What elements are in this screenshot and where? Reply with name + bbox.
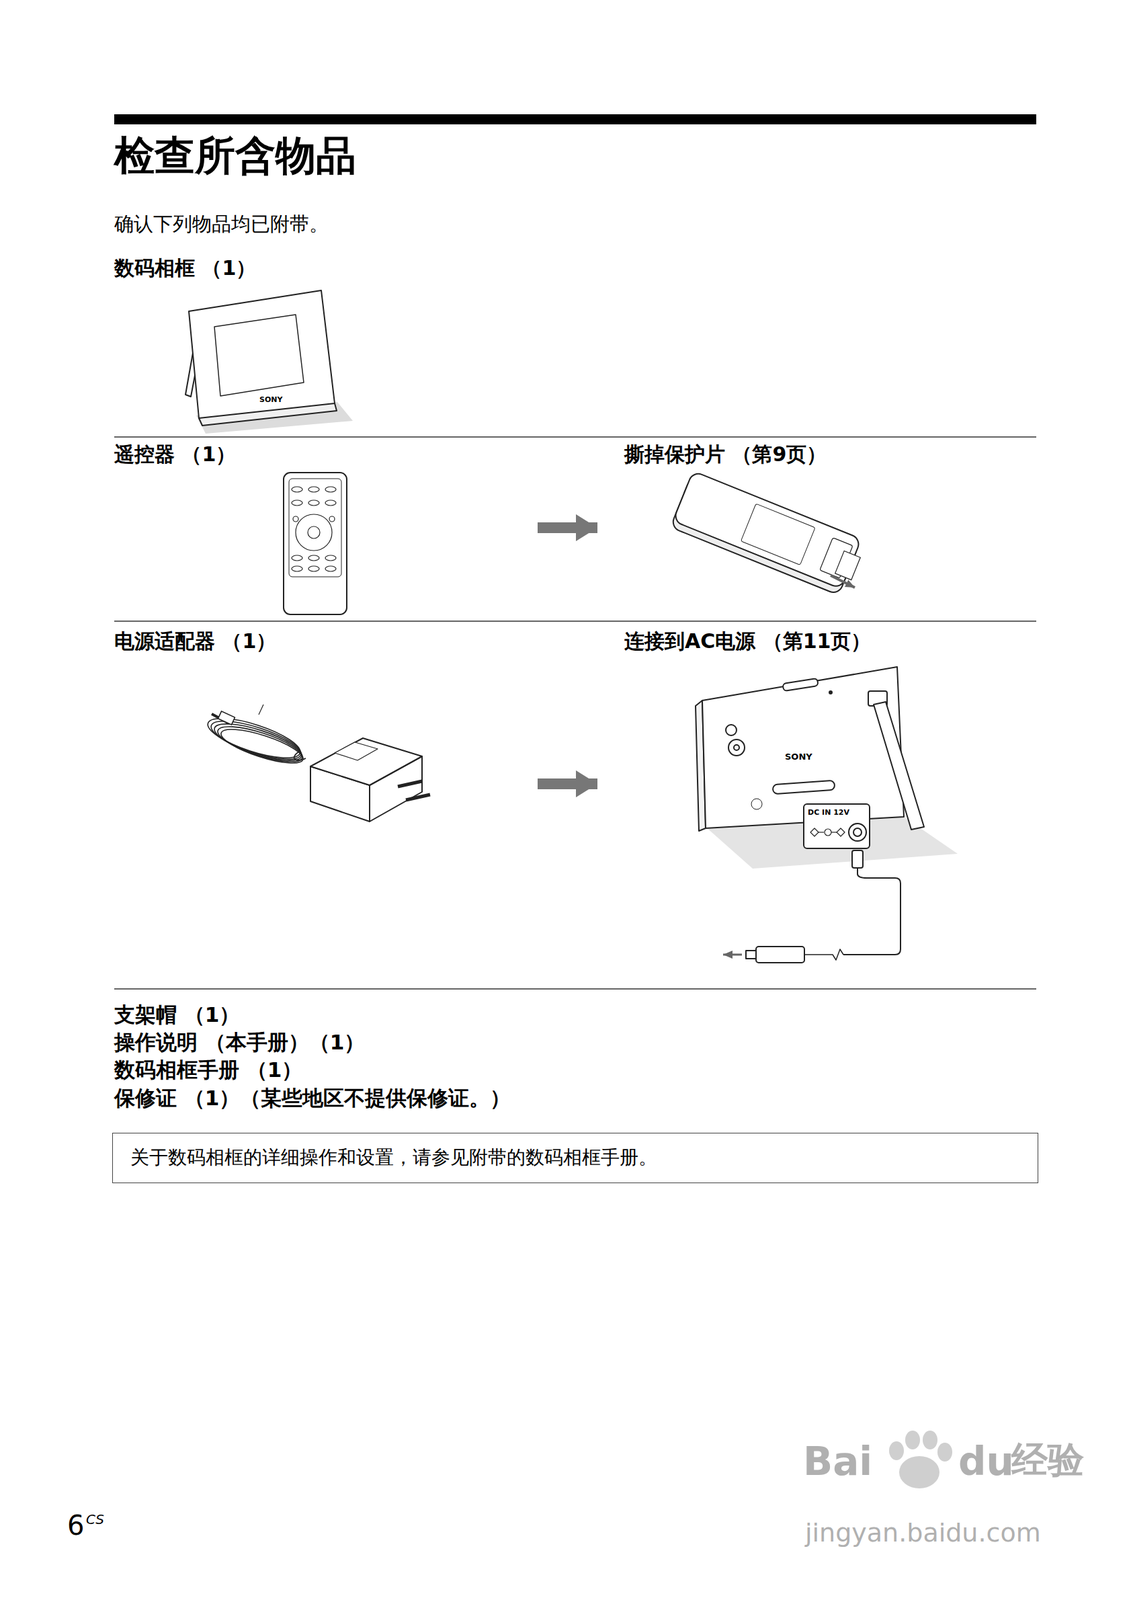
item-section: 遥控器 （1） [114,441,538,618]
item-section: 电源适配器 （1） [114,628,538,982]
list-item: 数码相框手册 （1） [114,1057,303,1082]
page-number: 6 [67,1508,85,1541]
ac-adapter-illustration [203,704,431,822]
intro-text: 确认下列物品均已附带。 [114,212,329,236]
watermark: 经验 [1011,1438,1084,1482]
section-rule [114,436,1037,438]
top-rule [114,114,1037,125]
list-item: 保修证 （1）（某些地区不提供保修证。） [114,1085,511,1111]
watermark-paw [889,1430,953,1488]
brand-logo: SONY [259,395,283,404]
remote-control-illustration [283,472,347,615]
item-heading: 撕掉保护片 （第9页） [624,441,1035,468]
item-heading: 电源适配器 （1） [114,628,538,654]
flow-arrow [537,778,598,789]
item-heading: 连接到AC电源 （第11页） [624,628,1035,654]
section-rule [114,987,1037,990]
list-item: 操作说明 （本手册）（1） [114,1029,365,1055]
remote-underside-illustration [670,471,867,598]
brand-logo: SONY [784,751,813,763]
note-box: 关于数码相框的详细操作和设置，请参见附带的数码相框手册。 [112,1132,1039,1183]
frame-back-illustration [695,666,958,963]
item-section: 数码相框 （1） [114,255,538,432]
list-item: 支架帽 （1） [114,1001,240,1027]
flow-arrow [537,522,598,533]
watermark: jingyan.baidu.com [805,1517,1041,1549]
note-text: 关于数码相框的详细操作和设置，请参见附带的数码相框手册。 [130,1145,1021,1169]
watermark: du [958,1438,1015,1486]
watermark: Bai [803,1438,873,1486]
item-section: 连接到AC电源 （第11页） [597,628,1035,982]
item-heading: 遥控器 （1） [114,441,538,468]
photo-frame-illustration [185,290,353,434]
item-section: 撕掉保护片 （第9页） [597,441,1035,618]
item-heading: 数码相框 （1） [114,255,538,281]
section-rule [114,620,1037,622]
language-code: CS [86,1510,105,1527]
port-label: DC IN 12V [807,807,850,817]
page-title: 检查所含物品 [114,133,357,178]
